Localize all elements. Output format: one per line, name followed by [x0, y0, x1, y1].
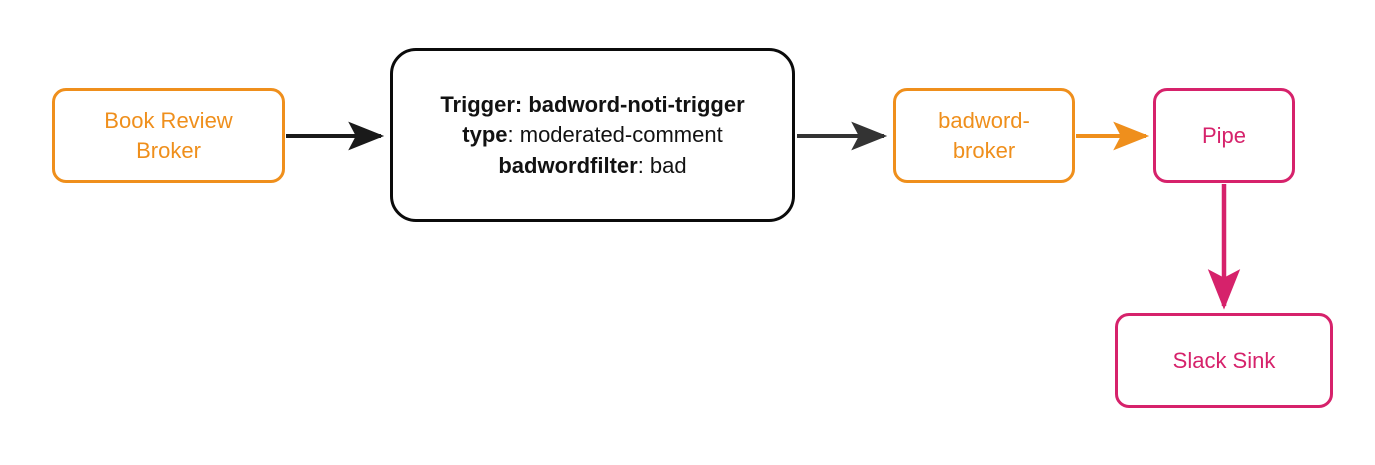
- node-badword-broker[interactable]: badword- broker: [893, 88, 1075, 183]
- node-trigger-row-trigger: Trigger: badword-noti-trigger: [440, 92, 745, 118]
- node-slack-sink[interactable]: Slack Sink: [1115, 313, 1333, 408]
- node-trigger-row-type: type: moderated-comment: [462, 122, 723, 148]
- node-book-review-broker-label: Book Review Broker: [104, 108, 233, 163]
- node-badword-broker-label: badword- broker: [938, 108, 1030, 163]
- node-trigger-label: Trigger: badword-noti-trigger type: mode…: [393, 89, 792, 180]
- node-slack-sink-label: Slack Sink: [1172, 347, 1276, 373]
- node-trigger[interactable]: Trigger: badword-noti-trigger type: mode…: [390, 48, 795, 222]
- node-trigger-row-badwordfilter: badwordfilter: bad: [498, 152, 687, 178]
- node-book-review-broker[interactable]: Book Review Broker: [52, 88, 285, 183]
- node-pipe-label: Pipe: [1201, 122, 1247, 148]
- node-pipe[interactable]: Pipe: [1153, 88, 1295, 183]
